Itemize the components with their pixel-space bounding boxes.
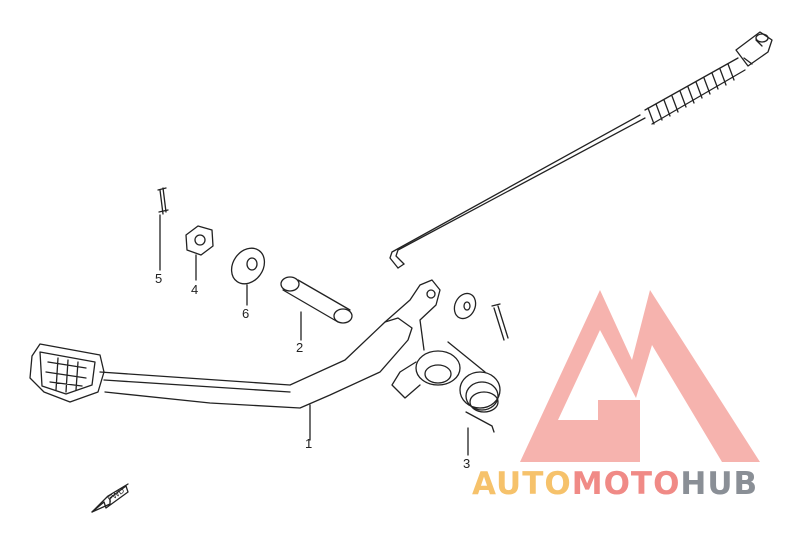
automotohub-logo-icon (520, 290, 760, 462)
part-label-4: 4 (191, 282, 198, 297)
watermark-text: AUTOMOTOHUB (472, 466, 758, 502)
cotter-pin (157, 187, 169, 215)
bushing (280, 276, 353, 324)
watermark-moto: MOTO (571, 466, 681, 502)
part-label-5: 5 (155, 271, 162, 286)
watermark-hub: HUB (680, 466, 759, 502)
pivot-cotter-pin (491, 303, 509, 341)
fwd-arrow-icon (91, 483, 129, 513)
spring-clip (447, 341, 501, 433)
part-label-6: 6 (242, 306, 249, 321)
brake-rod (389, 114, 646, 269)
return-spring (644, 31, 773, 125)
pivot-washer (453, 292, 477, 320)
watermark-auto: AUTO (472, 466, 572, 502)
part-label-3: 3 (463, 456, 470, 471)
washer (230, 247, 266, 285)
brake-pedal-lever (29, 279, 461, 409)
nut (185, 225, 214, 256)
leader-lines (159, 214, 469, 456)
part-label-2: 2 (296, 340, 303, 355)
part-label-1: 1 (305, 436, 312, 451)
